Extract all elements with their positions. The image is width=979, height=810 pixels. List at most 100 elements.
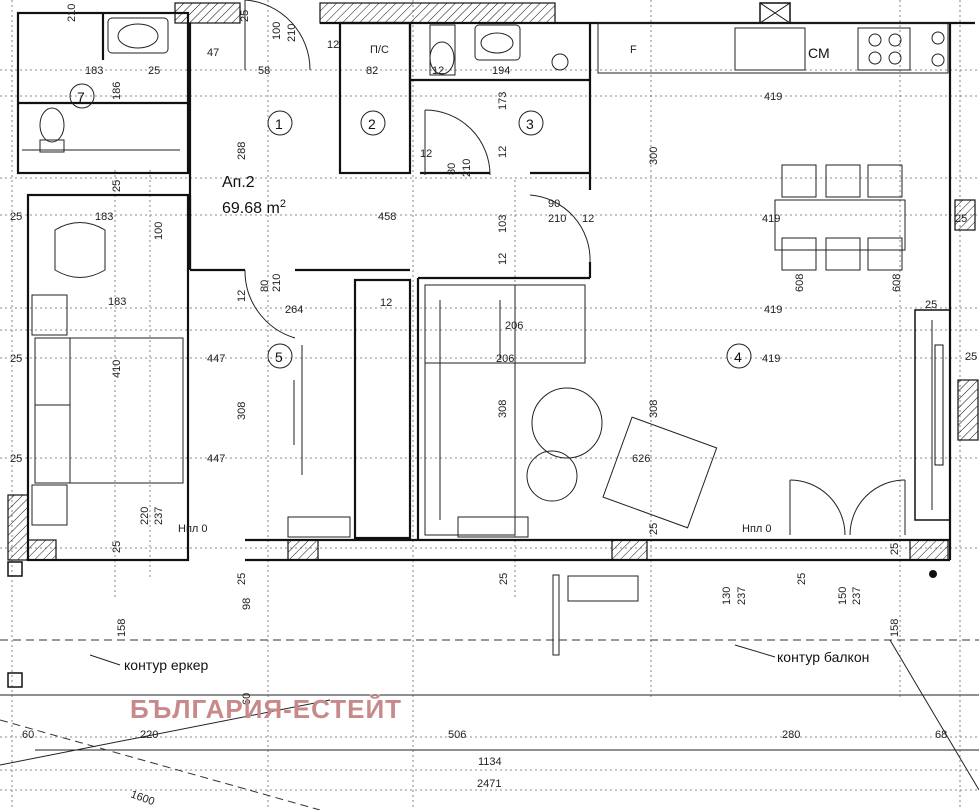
dim: 60	[22, 729, 34, 741]
dim: 183	[108, 296, 126, 308]
dishwasher-label: СМ	[808, 45, 830, 61]
fridge-label: F	[630, 44, 637, 56]
level-label-right: Нпл 0	[742, 523, 772, 535]
ps-label: П/С	[370, 44, 389, 56]
doors	[244, 0, 906, 536]
dim: 25	[648, 523, 660, 535]
dim: 2471	[477, 778, 501, 790]
dim: 158	[116, 619, 128, 637]
dim: 47	[207, 47, 219, 59]
room-1-label: 1	[275, 116, 283, 132]
dim: 100	[271, 22, 283, 40]
dim: 12	[327, 39, 339, 51]
dim: 210	[286, 24, 298, 42]
dimension-labels: 210 47 58 100 210 12 82 12 194 25 183 25…	[10, 4, 977, 809]
dim: 210	[461, 159, 473, 177]
dim: 80	[259, 280, 271, 292]
room-3-label: 3	[526, 116, 534, 132]
walls	[7, 2, 979, 688]
dim: 25	[10, 353, 22, 365]
dim: 206	[496, 353, 514, 365]
balcony-outline-label: контур балкон	[777, 649, 869, 665]
dim: 186	[111, 82, 123, 100]
apartment-name: Ап.2	[222, 174, 255, 191]
dim: 308	[497, 400, 509, 418]
dim: 25	[111, 541, 123, 553]
dim: 80	[446, 163, 458, 175]
dim: 608	[891, 274, 903, 292]
dim: 173	[497, 92, 509, 110]
room-4-label: 4	[734, 349, 742, 365]
dim: 25	[889, 543, 901, 555]
dim: 210	[66, 4, 78, 22]
dim: 458	[378, 211, 396, 223]
dim: 12	[380, 297, 392, 309]
dim: 98	[241, 598, 253, 610]
dim: 90	[548, 198, 560, 210]
dim: 220	[139, 507, 151, 525]
dim: 12	[236, 290, 248, 302]
dim: 626	[632, 453, 650, 465]
dim: 25	[239, 10, 251, 22]
dim: 1134	[478, 756, 502, 768]
dim: 308	[648, 400, 660, 418]
dim: 25	[148, 65, 160, 77]
dim: 447	[207, 453, 225, 465]
dim: 300	[648, 147, 660, 165]
dim: 419	[762, 353, 780, 365]
dim: 288	[236, 142, 248, 160]
level-label-left: Нпл 0	[178, 523, 208, 535]
dim: 68	[935, 729, 947, 741]
dim: 25	[10, 211, 22, 223]
dim: 103	[497, 215, 509, 233]
dim: 280	[782, 729, 800, 741]
room-5-label: 5	[275, 349, 283, 365]
dim: 58	[258, 65, 270, 77]
dim: 183	[85, 65, 103, 77]
room-markers: 7 1 2 3 5 4	[69, 83, 752, 369]
room-2-label: 2	[368, 116, 376, 132]
dim: 419	[762, 213, 780, 225]
dim: 60	[241, 693, 253, 705]
dim: 220	[140, 729, 158, 741]
dim: 237	[153, 507, 165, 525]
dim: 12	[432, 65, 444, 77]
dim: 12	[582, 213, 594, 225]
balcony-outline	[0, 639, 979, 810]
dim: 25	[10, 453, 22, 465]
dim: 419	[764, 304, 782, 316]
dim: 12	[497, 146, 509, 158]
dim: 158	[889, 619, 901, 637]
dim: 100	[153, 222, 165, 240]
dim: 25	[965, 351, 977, 363]
dim: 608	[794, 274, 806, 292]
dim: 447	[207, 353, 225, 365]
dim: 419	[764, 91, 782, 103]
apartment-area: 69.68 m2	[222, 198, 286, 217]
dim: 82	[366, 65, 378, 77]
dim: 25	[498, 573, 510, 585]
dim: 25	[796, 573, 808, 585]
dim: 1600	[129, 789, 156, 809]
dim: 150	[837, 587, 849, 605]
dim: 130	[721, 587, 733, 605]
furniture	[22, 17, 949, 656]
dim: 25	[111, 180, 123, 192]
dim: 264	[285, 304, 303, 316]
dim: 410	[111, 360, 123, 378]
dim: 183	[95, 211, 113, 223]
dim: 25	[236, 573, 248, 585]
dim: 506	[448, 729, 466, 741]
erker-outline-label: контур еркер	[124, 657, 209, 673]
dim: 25	[955, 213, 967, 225]
watermark: БЪЛГАРИЯ-ЕСТЕЙТ	[130, 694, 402, 724]
dim: 237	[851, 587, 863, 605]
dim: 12	[420, 148, 432, 160]
text-labels: Ап.2 69.68 m2 П/С F СМ Нпл 0 Нпл 0 конту…	[124, 44, 869, 724]
dim: 25	[925, 299, 937, 311]
dim: 194	[492, 65, 510, 77]
dim: 210	[271, 274, 283, 292]
dim: 206	[505, 320, 523, 332]
